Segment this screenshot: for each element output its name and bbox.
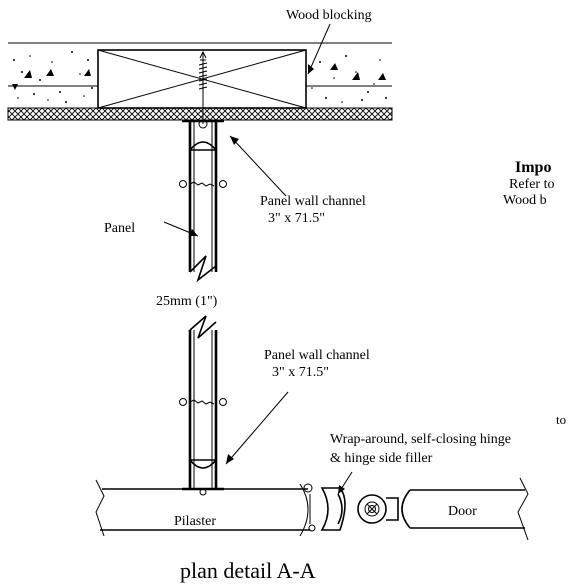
top-channel [179,119,227,283]
wall-section [7,42,393,121]
panel-label: Panel [104,221,135,236]
fragment-to-label: to [556,412,566,427]
hinge-label: Wrap-around, self-closing hinge [330,432,511,447]
panel-wall-channel-top-label: Panel wall channel [260,194,366,209]
pilaster-label: Pilaster [174,514,216,529]
hinge [320,487,411,531]
thickness-label: 25mm (1") [156,294,218,309]
leader-lines [163,23,353,495]
panel-wall-channel-bottom-label: Panel wall channel [264,348,370,363]
channel-size-bottom-label: 3" x 71.5" [272,365,329,380]
pilaster [95,479,316,537]
door-label: Door [448,504,477,519]
channel-size-top-label: 3" x 71.5" [268,211,325,226]
wood-blocking-label: Wood blocking [286,8,372,23]
hinge-filler-label: & hinge side filler [330,451,433,466]
wood-blocking [97,49,307,124]
important-line-1: Refer to [509,177,554,192]
door [410,477,529,541]
important-title: Impo [515,159,551,176]
caption: plan detail A-A [180,558,316,583]
important-line-2: Wood b [503,193,547,208]
bottom-channel [179,315,227,496]
